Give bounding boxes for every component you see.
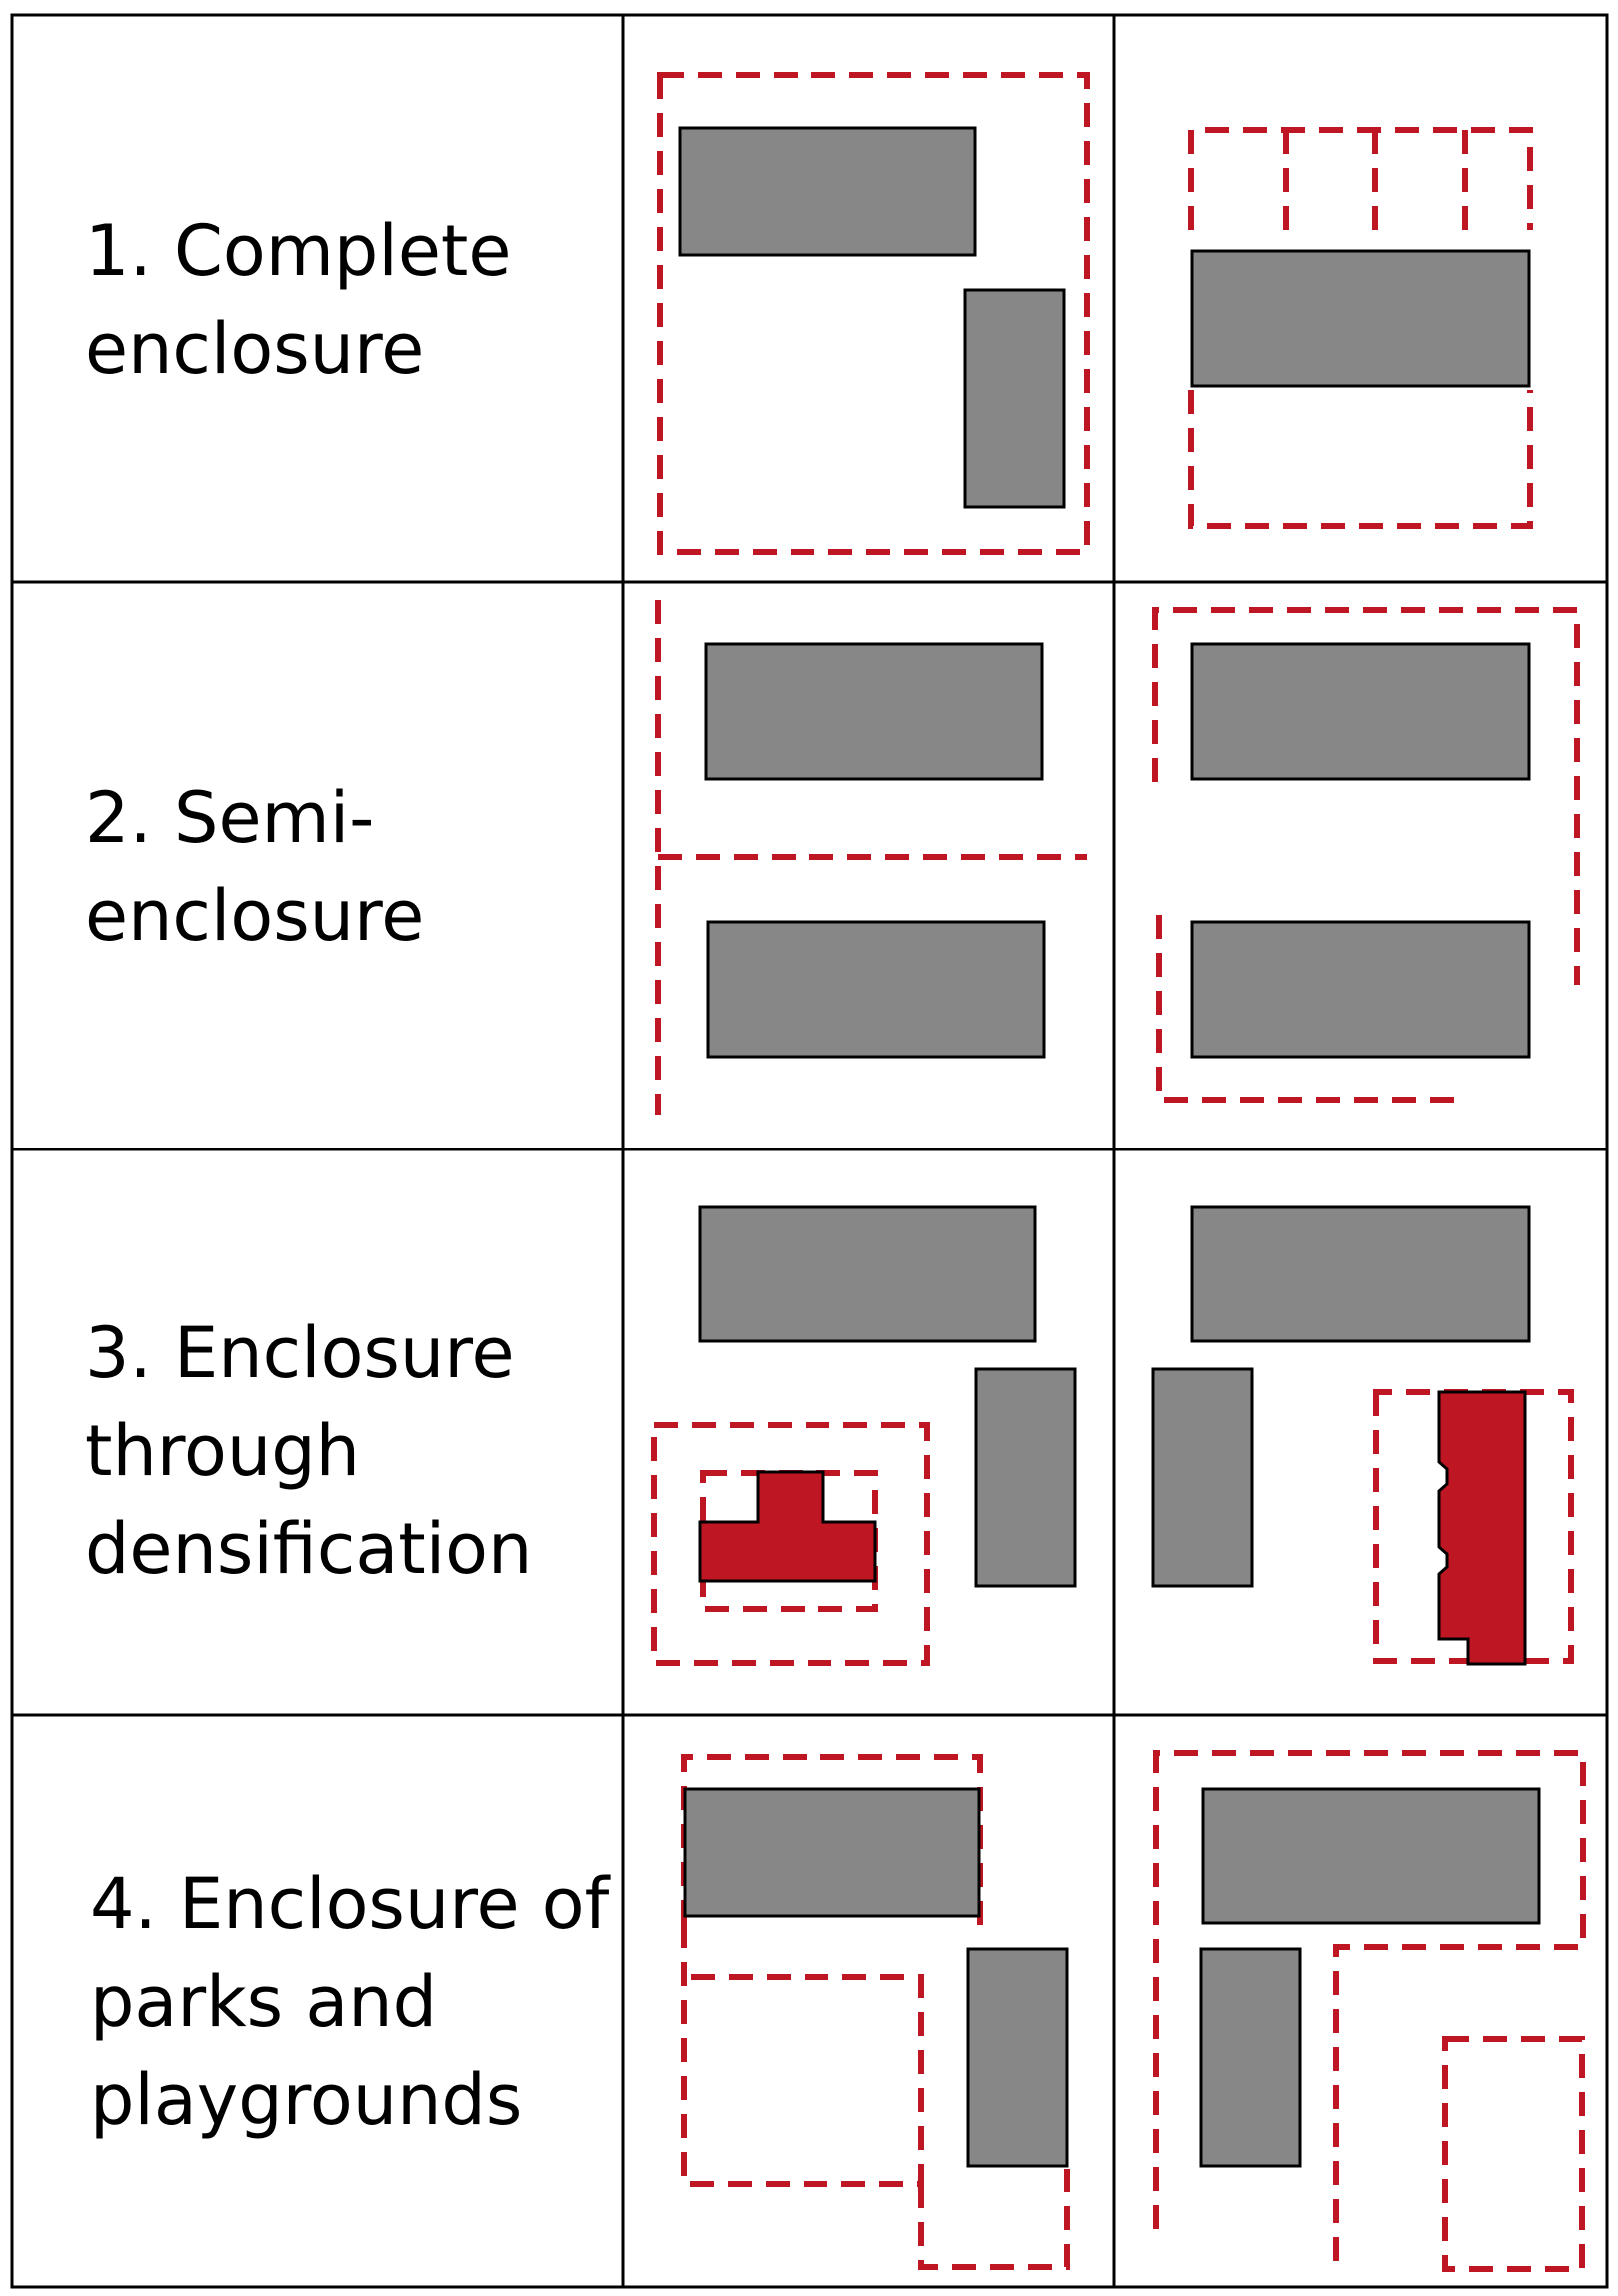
densification-building xyxy=(698,1470,877,1583)
enclosure-boundary-outer xyxy=(651,1422,930,1666)
building xyxy=(706,920,1046,1059)
row-3-example-b xyxy=(1151,1205,1574,1666)
enclosure-boundary-outer xyxy=(1153,1750,1586,2269)
row-2-example-b xyxy=(1152,607,1580,1103)
playground-boundary xyxy=(918,2169,1070,2270)
building xyxy=(963,288,1066,509)
row-3-example-a xyxy=(651,1205,1077,1666)
enclosure-boundary-lower xyxy=(1156,915,1467,1103)
building xyxy=(683,1787,981,1918)
row-3-label: 3. Enclosure through densification xyxy=(85,1312,537,1590)
row-1-label-line-2: enclosure xyxy=(85,308,424,390)
row-4-label-line-1: 4. Enclosure of xyxy=(90,1863,611,1945)
building xyxy=(1151,1367,1254,1588)
row-1-label: 1. Complete enclosure xyxy=(85,210,534,390)
row-3-label-line-2: through xyxy=(85,1410,360,1492)
row-labels: 1. Complete enclosure 2. Semi- enclosure… xyxy=(85,210,632,2141)
enclosure-boundary xyxy=(657,72,1090,555)
building xyxy=(1201,1787,1541,1925)
table-grid xyxy=(10,13,1609,2289)
densification-building xyxy=(1437,1390,1527,1666)
building xyxy=(1190,920,1531,1059)
row-4-label-line-2: parks and xyxy=(90,1961,437,2043)
building xyxy=(698,1205,1037,1343)
row-3-label-line-1: 3. Enclosure xyxy=(85,1312,515,1394)
row-4-label-line-3: playgrounds xyxy=(90,2059,522,2141)
building xyxy=(704,642,1044,781)
building xyxy=(1190,1205,1531,1343)
enclosure-boundary-upper xyxy=(1188,127,1533,230)
building xyxy=(1199,1947,1302,2168)
row-2-example-a xyxy=(655,600,1087,1115)
building xyxy=(1190,249,1531,388)
enclosure-boundary-outer xyxy=(1152,607,1580,985)
row-1-example-a xyxy=(657,72,1090,555)
row-3-label-line-3: densification xyxy=(85,1508,532,1590)
row-2-label-line-1: 2. Semi- xyxy=(85,777,374,859)
row-2-label-line-2: enclosure xyxy=(85,875,424,957)
playground-boundary xyxy=(1442,2036,1585,2272)
enclosure-boundary-lower xyxy=(1188,390,1533,529)
building xyxy=(974,1367,1077,1588)
row-1-example-b xyxy=(1188,127,1533,529)
building xyxy=(678,126,977,257)
row-1-label-line-1: 1. Complete xyxy=(85,210,511,292)
row-4-example-b xyxy=(1153,1750,1586,2272)
building xyxy=(1190,642,1531,781)
row-4-label: 4. Enclosure of parks and playgrounds xyxy=(90,1863,632,2141)
row-4-example-a xyxy=(681,1754,1070,2270)
building xyxy=(966,1947,1069,2168)
park-boundary xyxy=(681,1924,924,2187)
row-2-label: 2. Semi- enclosure xyxy=(85,777,424,957)
